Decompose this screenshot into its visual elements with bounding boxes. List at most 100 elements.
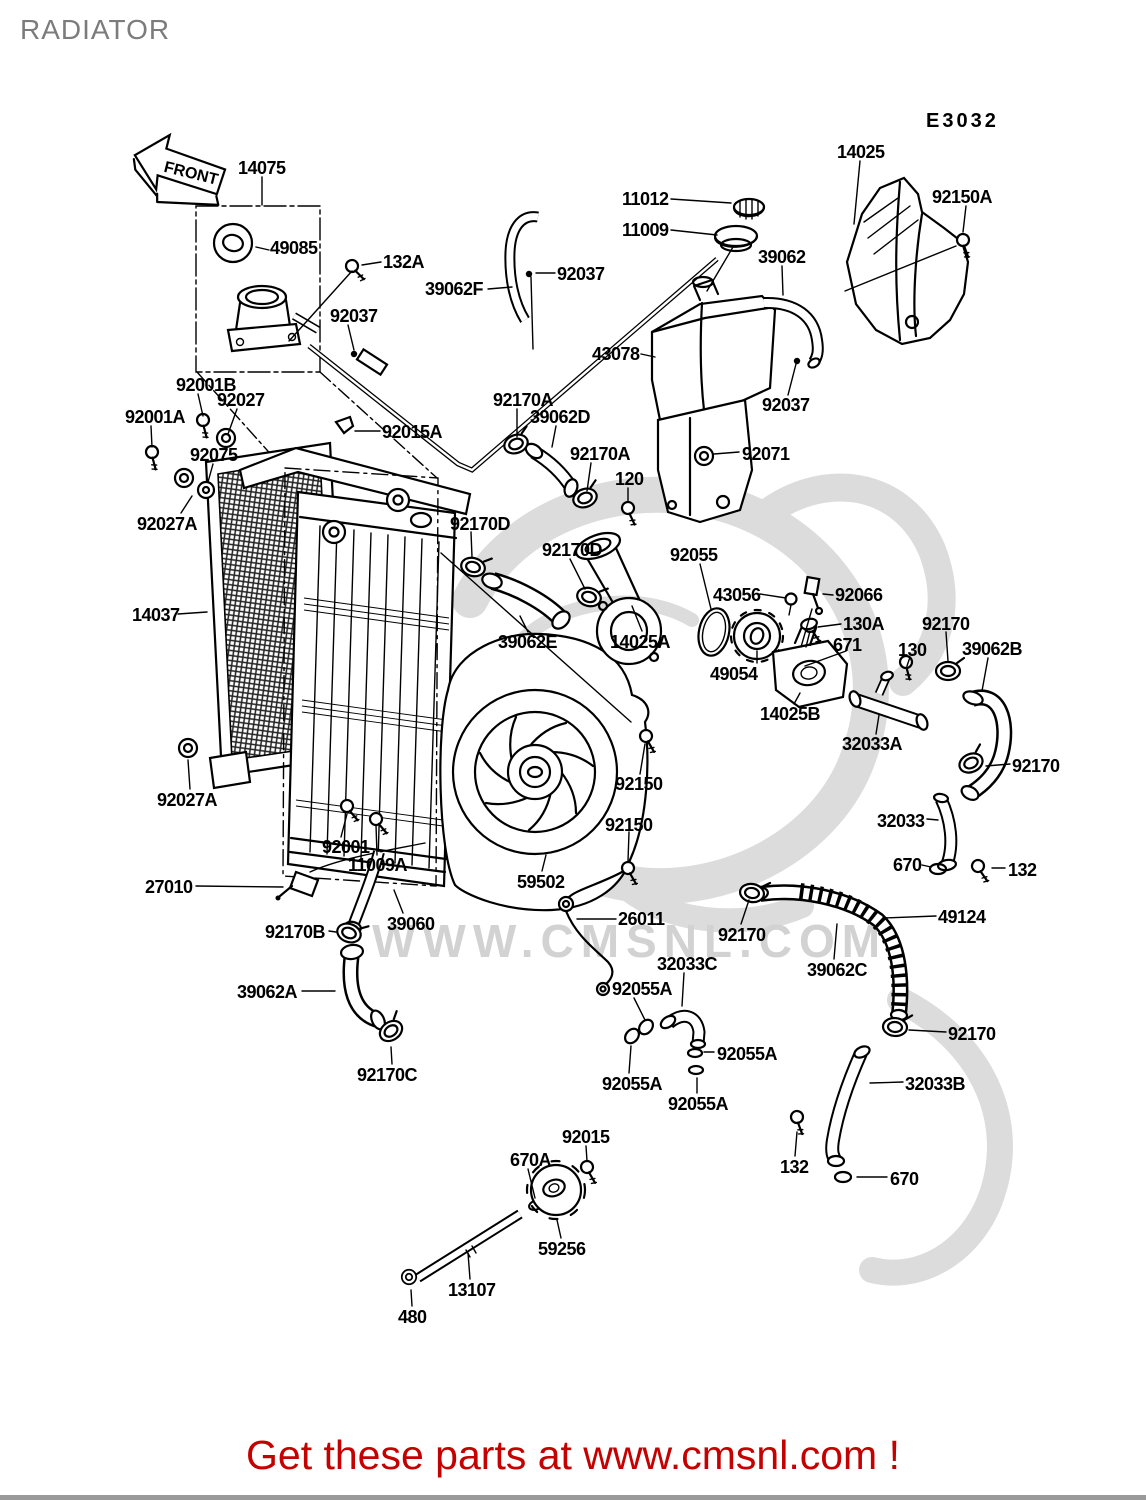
part-label-11012: 11012 (622, 189, 669, 209)
page-title: RADIATOR (20, 14, 171, 45)
part-label-670: 670 (890, 1169, 919, 1189)
hose-39062D (524, 442, 579, 498)
part-label-92170b: 92170B (265, 922, 326, 942)
cap-ring-11012 (732, 197, 766, 220)
part-label-92170: 92170 (718, 925, 766, 945)
watermark-text: WWW.CMSNL.COM (372, 915, 887, 967)
fan-switch-27010 (275, 842, 426, 901)
part-label-92055: 92055 (670, 545, 718, 565)
hose-39062F (504, 211, 539, 323)
part-label-130: 130 (898, 640, 927, 660)
part-label-480: 480 (398, 1307, 427, 1327)
part-label-132: 132 (780, 1157, 809, 1177)
part-label-39062: 39062 (758, 247, 806, 267)
part-label-92055a: 92055A (717, 1044, 778, 1064)
part-label-92150: 92150 (615, 774, 663, 794)
part-label-43078: 43078 (592, 344, 640, 364)
tank-cap-11009 (713, 224, 759, 253)
part-label-13107: 13107 (448, 1280, 496, 1300)
part-label-92055a: 92055A (668, 1094, 729, 1114)
part-label-92027a: 92027A (137, 514, 198, 534)
thermostat-49054 (729, 608, 785, 664)
part-label-27010: 27010 (145, 877, 193, 897)
hose-32033B (825, 1045, 871, 1168)
part-label-92001a: 92001A (125, 407, 186, 427)
footer-banner: Get these parts at www.cmsnl.com ! (0, 1432, 1146, 1479)
washers-92055A (624, 1018, 705, 1076)
part-label-14075: 14075 (238, 158, 286, 178)
part-label-49085: 49085 (270, 238, 318, 258)
footer-text: Get these parts at www.cmsnl.com ! (246, 1432, 900, 1478)
radiator-top-rail (238, 446, 472, 516)
bracket-clip-92015A (334, 415, 355, 435)
part-label-92170: 92170 (922, 614, 970, 634)
part-label-49054: 49054 (710, 664, 758, 684)
part-label-26011: 26011 (618, 909, 665, 929)
part-label-92055a: 92055A (612, 979, 673, 999)
radiator-core (282, 467, 458, 888)
leader-lines (150, 160, 1011, 1307)
part-label-92170: 92170 (1012, 756, 1060, 776)
part-label-39062d: 39062D (530, 407, 591, 427)
part-label-39062c: 39062C (807, 960, 868, 980)
part-label-92170: 92170 (948, 1024, 996, 1044)
collar-92075 (196, 480, 216, 500)
part-label-39062b: 39062B (962, 639, 1023, 659)
water-outlet-14025A (574, 531, 663, 666)
part-label-32033a: 32033A (842, 734, 903, 754)
part-label-11009: 11009 (622, 220, 669, 240)
part-label-120: 120 (615, 469, 644, 489)
part-label-92170d: 92170D (450, 514, 511, 534)
part-label-11009a: 11009A (348, 855, 408, 875)
cap-43056 (784, 592, 798, 616)
elbow-32033C (659, 1009, 707, 1050)
part-label-92001b: 92001B (176, 375, 237, 395)
part-label-92037: 92037 (557, 264, 605, 284)
part-label-92027: 92027 (217, 390, 265, 410)
part-label-14037: 14037 (132, 605, 180, 625)
part-label-92015: 92015 (562, 1127, 610, 1147)
part-label-32033c: 32033C (657, 954, 718, 974)
part-label-670a: 670A (510, 1150, 552, 1170)
part-label-92037: 92037 (330, 306, 378, 326)
diagram-code: E3032 (926, 110, 999, 132)
part-label-92027a: 92027A (157, 790, 218, 810)
cover-panel-14025 (845, 176, 970, 346)
part-label-92170a: 92170A (493, 390, 554, 410)
cooling-fan-59502 (451, 688, 619, 856)
part-label-49124: 49124 (938, 907, 986, 927)
part-label-92015a: 92015A (382, 422, 443, 442)
part-label-59502: 59502 (517, 872, 565, 892)
fan-boss-59256 (525, 1159, 587, 1221)
part-label-92075: 92075 (190, 445, 238, 465)
part-label-39060: 39060 (387, 914, 435, 934)
part-label-671: 671 (833, 635, 862, 655)
part-label-32033: 32033 (877, 811, 925, 831)
sensor-92066 (803, 575, 824, 616)
hose-39062 (763, 296, 824, 369)
water-pipe-32033A (848, 670, 929, 731)
filler-neck-detail-box (195, 205, 321, 373)
part-label-130a: 130A (843, 614, 885, 634)
part-label-670: 670 (893, 855, 922, 875)
part-label-39062e: 39062E (498, 632, 558, 652)
hose-39062A (339, 943, 386, 1031)
fan-wiring-26011 (557, 870, 624, 997)
part-label-92071: 92071 (742, 444, 790, 464)
part-label-14025: 14025 (837, 142, 885, 162)
part-label-92150: 92150 (605, 815, 653, 835)
part-label-92066: 92066 (835, 585, 883, 605)
part-label-39062a: 39062A (237, 982, 298, 1002)
part-label-43056: 43056 (713, 585, 761, 605)
part-label-92001: 92001 (322, 837, 370, 857)
part-label-39062f: 39062F (425, 279, 484, 299)
hose-39062E (481, 572, 571, 630)
part-label-14025b: 14025B (760, 704, 821, 724)
part-label-132a: 132A (383, 252, 425, 272)
oring-92055 (697, 607, 731, 657)
part-label-92170d: 92170D (542, 540, 603, 560)
hose-39062B (960, 689, 1013, 801)
part-label-92037: 92037 (762, 395, 810, 415)
part-label-32033b: 32033B (905, 1074, 966, 1094)
